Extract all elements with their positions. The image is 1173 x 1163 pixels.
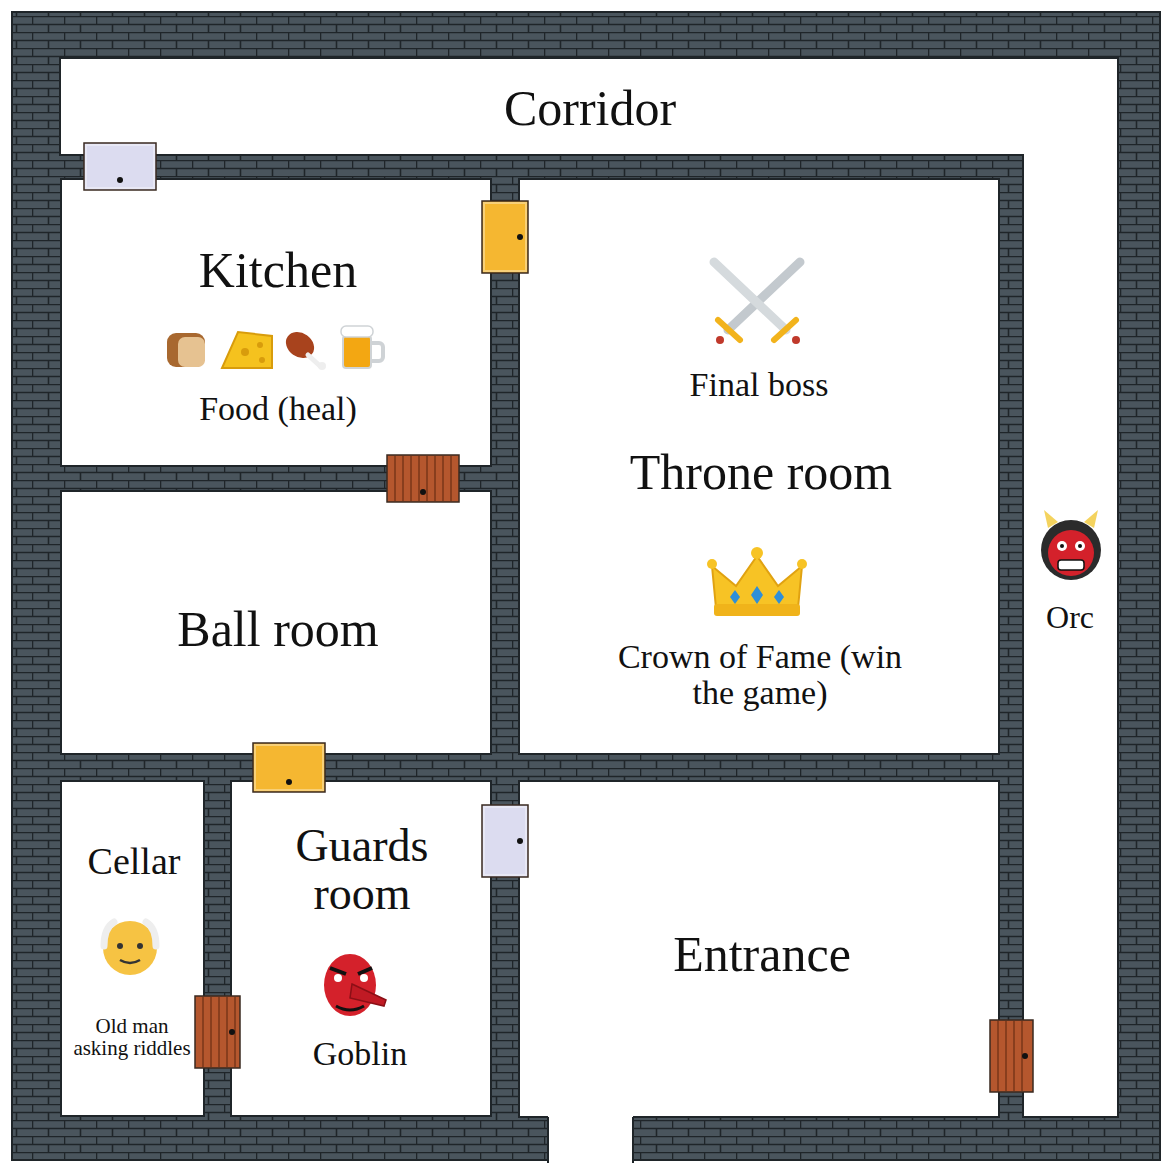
monster-label: Final boss [559,367,959,403]
item-label: Crown of Fame (win the game) [595,639,925,710]
food-icons [167,326,383,370]
crossed-swords [714,262,800,344]
room-name: Ball room [78,603,478,656]
throne-room: Final bossThrone roomCrown of Fame (win … [518,178,1000,755]
room-name: Throne room [531,446,991,499]
room-name: Entrance [542,928,982,981]
item-label: Food (heal) [78,391,478,427]
guards-room: Guards roomGoblin [230,780,492,1117]
room-name: Kitchen [78,244,478,297]
room-name: Corridor [380,82,800,135]
orc-icon [1041,510,1101,580]
monster-label: Goblin [240,1036,480,1072]
door [195,996,240,1068]
npc-label: Old man asking riddles [73,1015,191,1059]
door [482,201,528,273]
door [482,805,528,877]
kitchen-room: KitchenFood (heal) [60,178,492,467]
door [253,743,325,792]
door [387,455,459,502]
cellar-room: CellarOld man asking riddles [60,780,205,1117]
door [84,143,156,190]
room-name: Cellar [64,842,204,882]
door [990,1020,1033,1092]
ball-room: Ball room [60,490,492,755]
room-name: Guards room [262,822,462,919]
goblin-mask [324,954,386,1016]
entrance-room: Entrance [518,780,1000,1117]
monster-label: Orc [1025,601,1115,635]
crown [707,547,807,616]
old-man-icon [103,921,157,975]
stone-wall [12,12,1160,1160]
